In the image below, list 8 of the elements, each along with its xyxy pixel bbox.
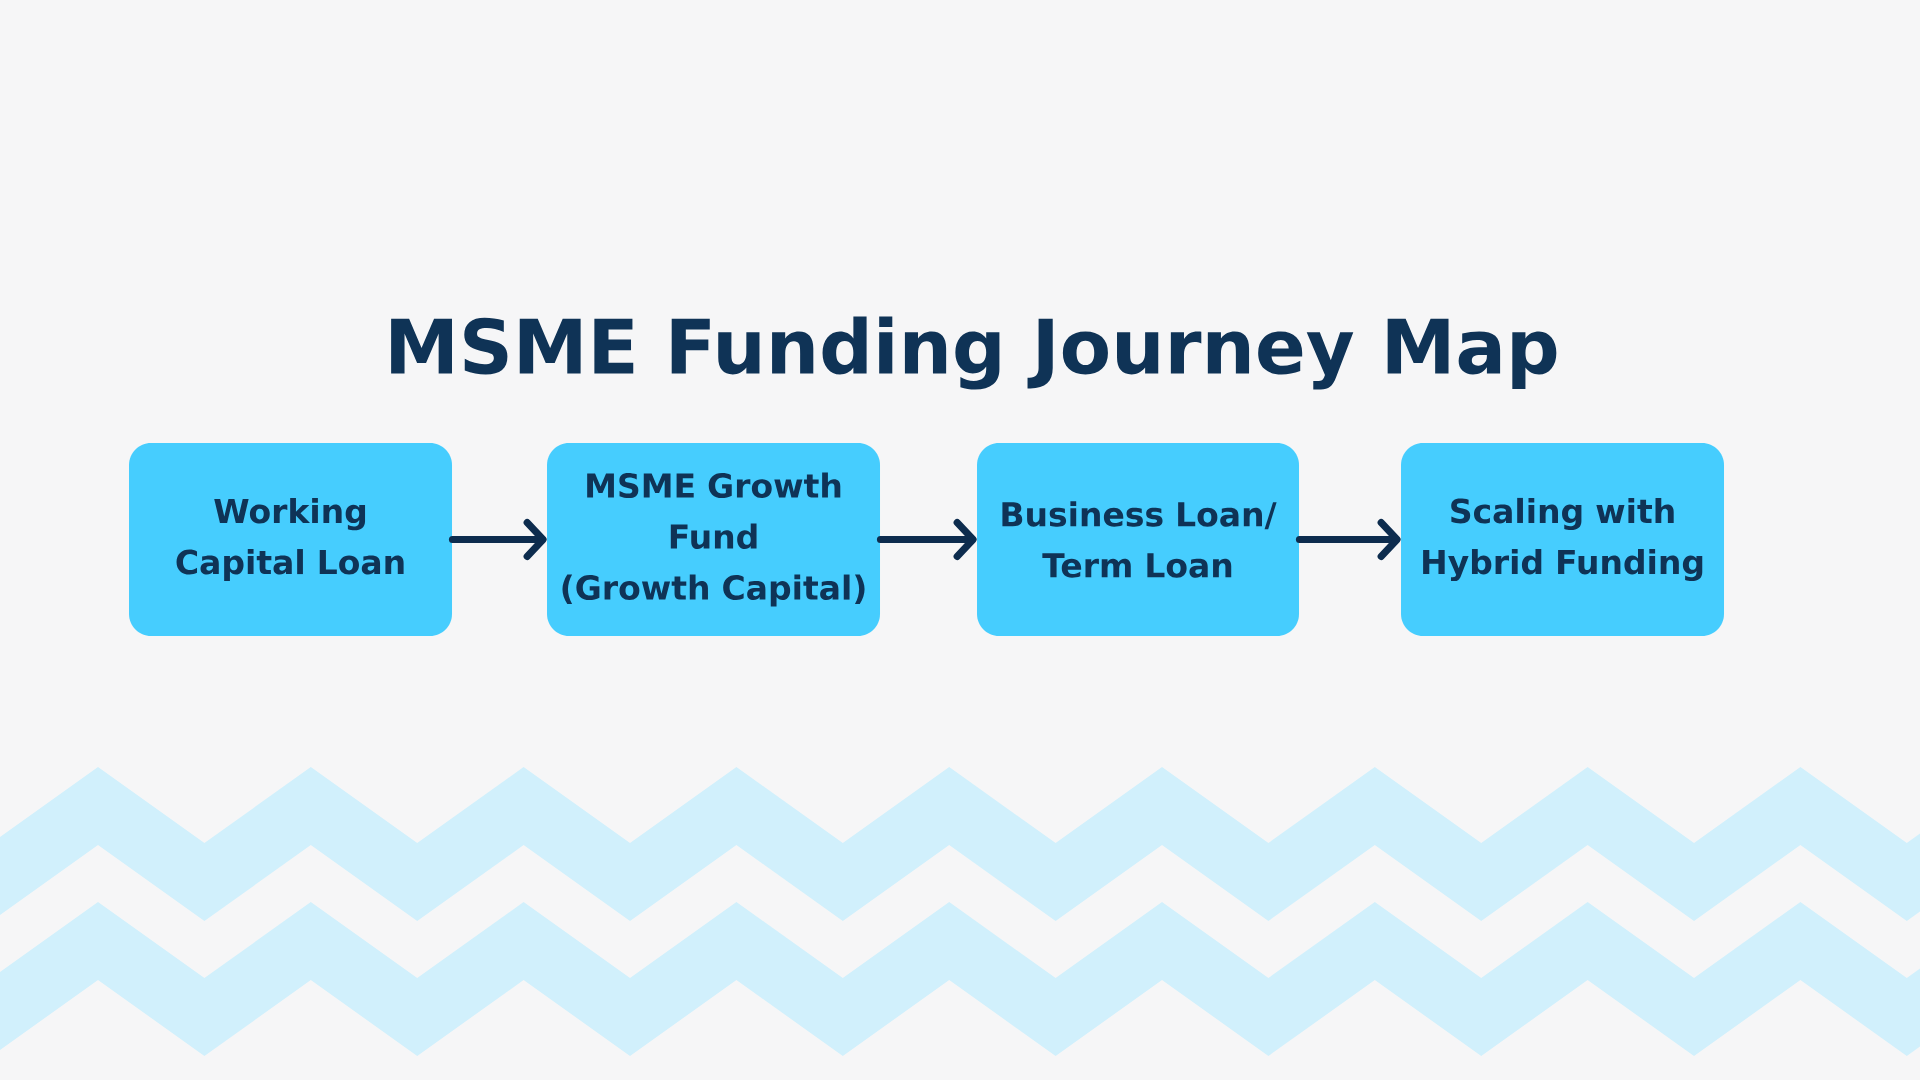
process-box: Working Capital Loan: [129, 443, 452, 636]
process-box: Scaling with Hybrid Funding: [1401, 443, 1724, 636]
process-box: MSME Growth Fund (Growth Capital): [547, 443, 880, 636]
arrow: [1295, 519, 1401, 560]
arrow: [448, 519, 547, 560]
process-box: Business Loan/ Term Loan: [977, 443, 1299, 636]
arrow: [876, 519, 977, 560]
title: MSME Funding Journey Map: [391, 316, 1557, 390]
